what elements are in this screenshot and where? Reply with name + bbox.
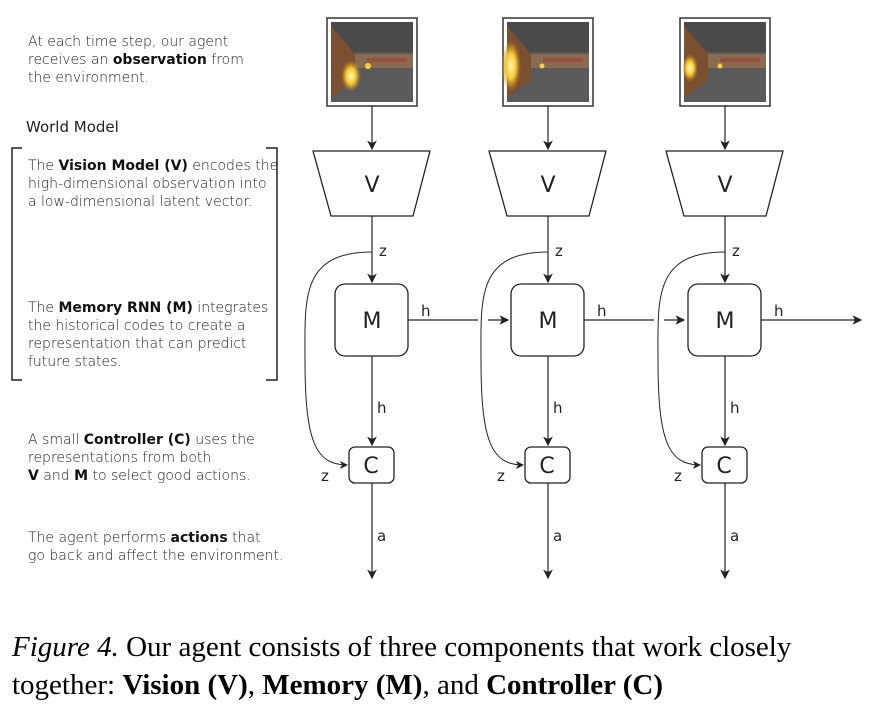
a-label: a: [553, 527, 562, 545]
z-label: z: [732, 242, 740, 260]
caption-separator: , and: [422, 669, 487, 701]
world-model-bracket-right: [266, 147, 278, 381]
caption-text: Our agent consists of three components t…: [118, 631, 792, 663]
controller-label: C: [363, 454, 378, 479]
caption-text: together:: [12, 669, 123, 701]
a-label: a: [377, 527, 386, 545]
timestep-3: V z M h z C a h: [657, 17, 863, 580]
observation-image: [501, 17, 594, 107]
observation-description: At each time step, our agent receives an…: [0, 0, 266, 86]
caption-vision: Vision (V): [122, 669, 248, 701]
timestep-2: V z M h z C a h: [480, 17, 684, 580]
caption-memory: Memory (M): [262, 669, 423, 701]
vision-label: V: [540, 173, 555, 198]
h-label: h: [553, 399, 563, 417]
z-label: z: [379, 242, 387, 260]
figure-caption: Figure 4. Our agent consists of three co…: [12, 628, 791, 704]
h-label: h: [421, 302, 431, 320]
z-label: z: [674, 467, 682, 485]
vision-label: V: [717, 173, 732, 198]
memory-label: M: [363, 309, 382, 334]
z-label: z: [497, 467, 505, 485]
caption-controller: Controller (C): [486, 669, 663, 701]
memory-label: M: [539, 309, 558, 334]
caption-separator: ,: [247, 669, 263, 701]
a-label: a: [730, 527, 739, 545]
vision-model-node: [488, 150, 607, 217]
z-label: z: [555, 242, 563, 260]
world-model-heading: World Model: [26, 118, 119, 136]
observation-image: [679, 17, 771, 107]
vision-label: V: [364, 173, 379, 198]
vision-model-node: [665, 150, 784, 217]
h-label: h: [597, 302, 607, 320]
world-model-bracket-left: [11, 147, 22, 381]
vision-description: The Vision Model (V) encodes the high-di…: [0, 0, 301, 210]
figure-number: Figure 4.: [12, 631, 119, 663]
actions-description: The agent performs actions that go back …: [0, 0, 297, 564]
h-label: h: [377, 399, 387, 417]
vision-model-node: [312, 150, 431, 217]
controller-label: C: [539, 454, 554, 479]
controller-label: C: [716, 454, 731, 479]
timestep-1: V z M h z C a h: [304, 17, 508, 580]
h-label: h: [774, 302, 784, 320]
observation-image: [326, 17, 418, 107]
memory-label: M: [716, 309, 735, 334]
controller-description: A small Controller (C) uses the represen…: [0, 0, 277, 484]
h-label: h: [730, 399, 740, 417]
z-label: z: [321, 467, 329, 485]
memory-description: The Memory RNN (M) integrates the histor…: [0, 0, 291, 370]
